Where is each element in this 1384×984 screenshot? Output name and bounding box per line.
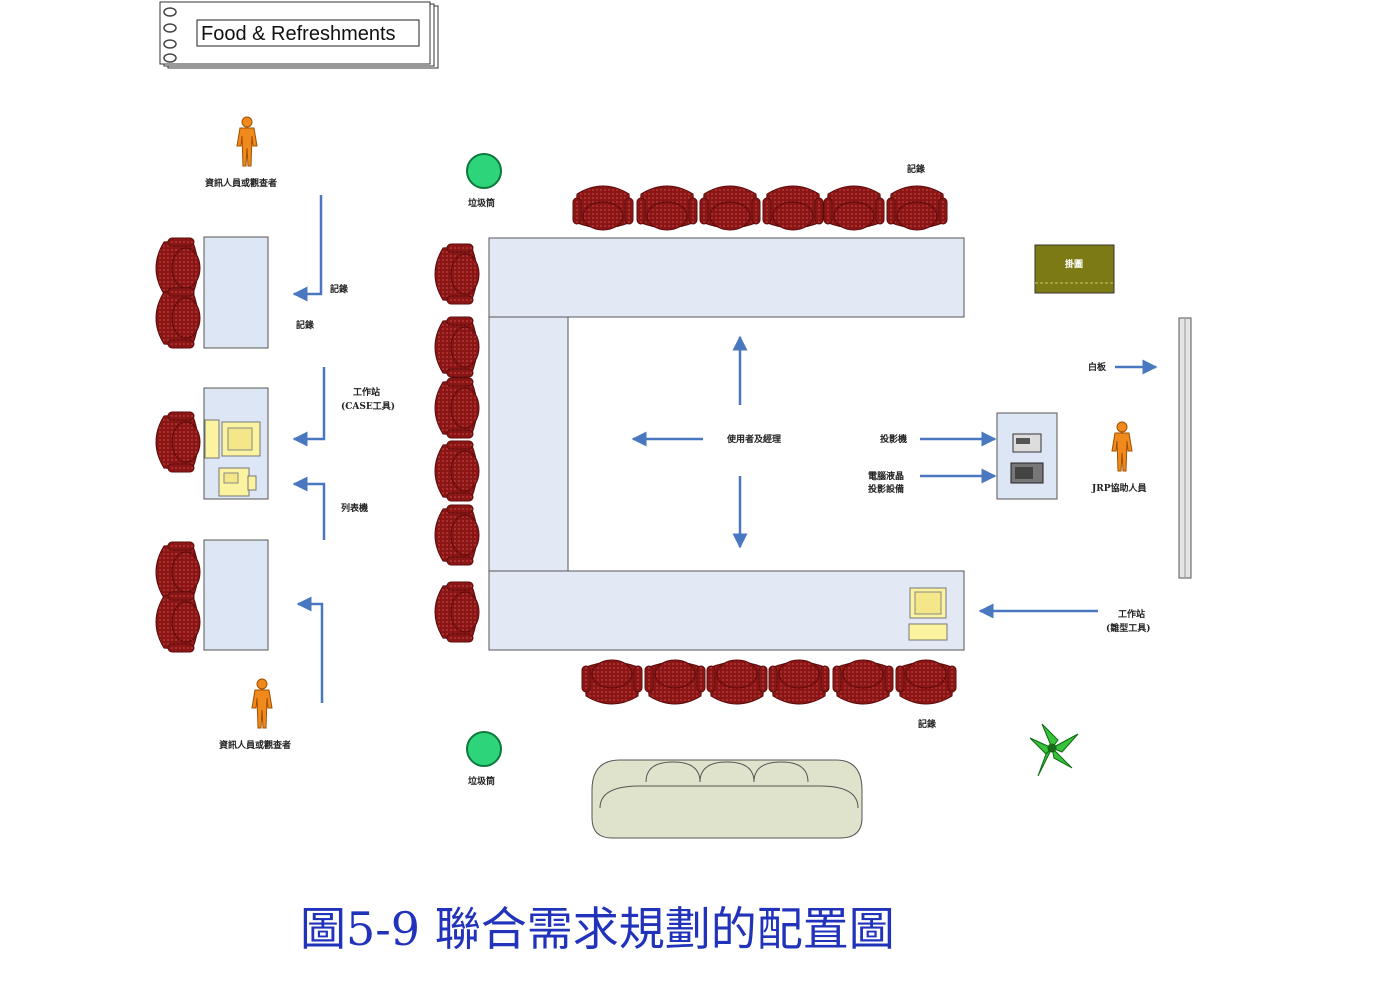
trash-can-top-icon (466, 153, 502, 189)
projector-label: 投影機 (880, 433, 907, 445)
observer-bottom-label: 資訊人員或觀查者 (219, 739, 291, 751)
record-top-label: 記錄 (907, 163, 925, 175)
observer-bottom-icon (251, 678, 273, 729)
chair (706, 659, 768, 705)
side-table-bottom (203, 539, 269, 651)
chair (434, 440, 480, 502)
prototype-workstation-icon (908, 587, 948, 641)
trash-top-label: 垃圾筒 (468, 197, 495, 209)
trash-bottom-label: 垃圾筒 (468, 775, 495, 787)
lcd-label-1: 電腦液晶 (868, 470, 904, 482)
jrp-facilitator-icon (1111, 421, 1133, 472)
chair (832, 659, 894, 705)
record-left-table-label: 記錄 (296, 319, 314, 331)
chair (636, 185, 698, 231)
whiteboard (1178, 317, 1192, 579)
chair (768, 659, 830, 705)
notebook-title: Food & Refreshments (201, 23, 396, 45)
chair (823, 185, 885, 231)
record-left-arrow-label: 記錄 (330, 283, 348, 295)
sofa (591, 759, 863, 839)
trash-can-bottom-icon (466, 731, 502, 767)
chair (155, 591, 201, 653)
figure-caption: 圖5-9 聯合需求規劃的配置圖 (300, 902, 895, 956)
chair (644, 659, 706, 705)
chair (886, 185, 948, 231)
chair (572, 185, 634, 231)
users-managers-label: 使用者及經理 (726, 433, 781, 445)
lcd-projection-device-icon (1010, 462, 1044, 484)
computer-workstation-icon (204, 419, 261, 459)
projector-icon (1012, 433, 1042, 453)
chair (895, 659, 957, 705)
chair (581, 659, 643, 705)
chair (699, 185, 761, 231)
workstation-proto-label-2: (雛型工具) (1106, 622, 1151, 634)
projector-stand (996, 412, 1058, 500)
printer-icon (218, 467, 257, 497)
chair (434, 377, 480, 439)
workstation-proto-label-1: 工作站 (1118, 608, 1145, 620)
chair (434, 243, 480, 305)
flip-chart-label: 掛圖 (1065, 258, 1083, 270)
observer-top-icon (236, 116, 258, 167)
jrp-label: JRP協助人員 (1091, 482, 1147, 494)
workstation-case-label-2: (CASE工具) (341, 401, 395, 412)
plant-icon (1029, 723, 1079, 777)
chair (762, 185, 824, 231)
chair (434, 504, 480, 566)
flip-chart (1034, 244, 1115, 294)
whiteboard-label: 白板 (1088, 361, 1107, 373)
spiral-binding-icon (163, 7, 177, 63)
u-shaped-conference-table (488, 237, 965, 651)
printer-label: 列表機 (341, 502, 368, 514)
notebook-note: Food & Refreshments (159, 1, 439, 69)
lcd-label-2: 投影設備 (868, 483, 904, 495)
side-table-top (203, 236, 269, 349)
chair (434, 316, 480, 378)
observer-top-label: 資訊人員或觀查者 (205, 177, 277, 189)
workstation-case-label-1: 工作站 (353, 386, 380, 398)
record-bottom-label: 記錄 (918, 718, 936, 730)
chair (155, 411, 201, 473)
chair (155, 287, 201, 349)
chair (434, 581, 480, 643)
